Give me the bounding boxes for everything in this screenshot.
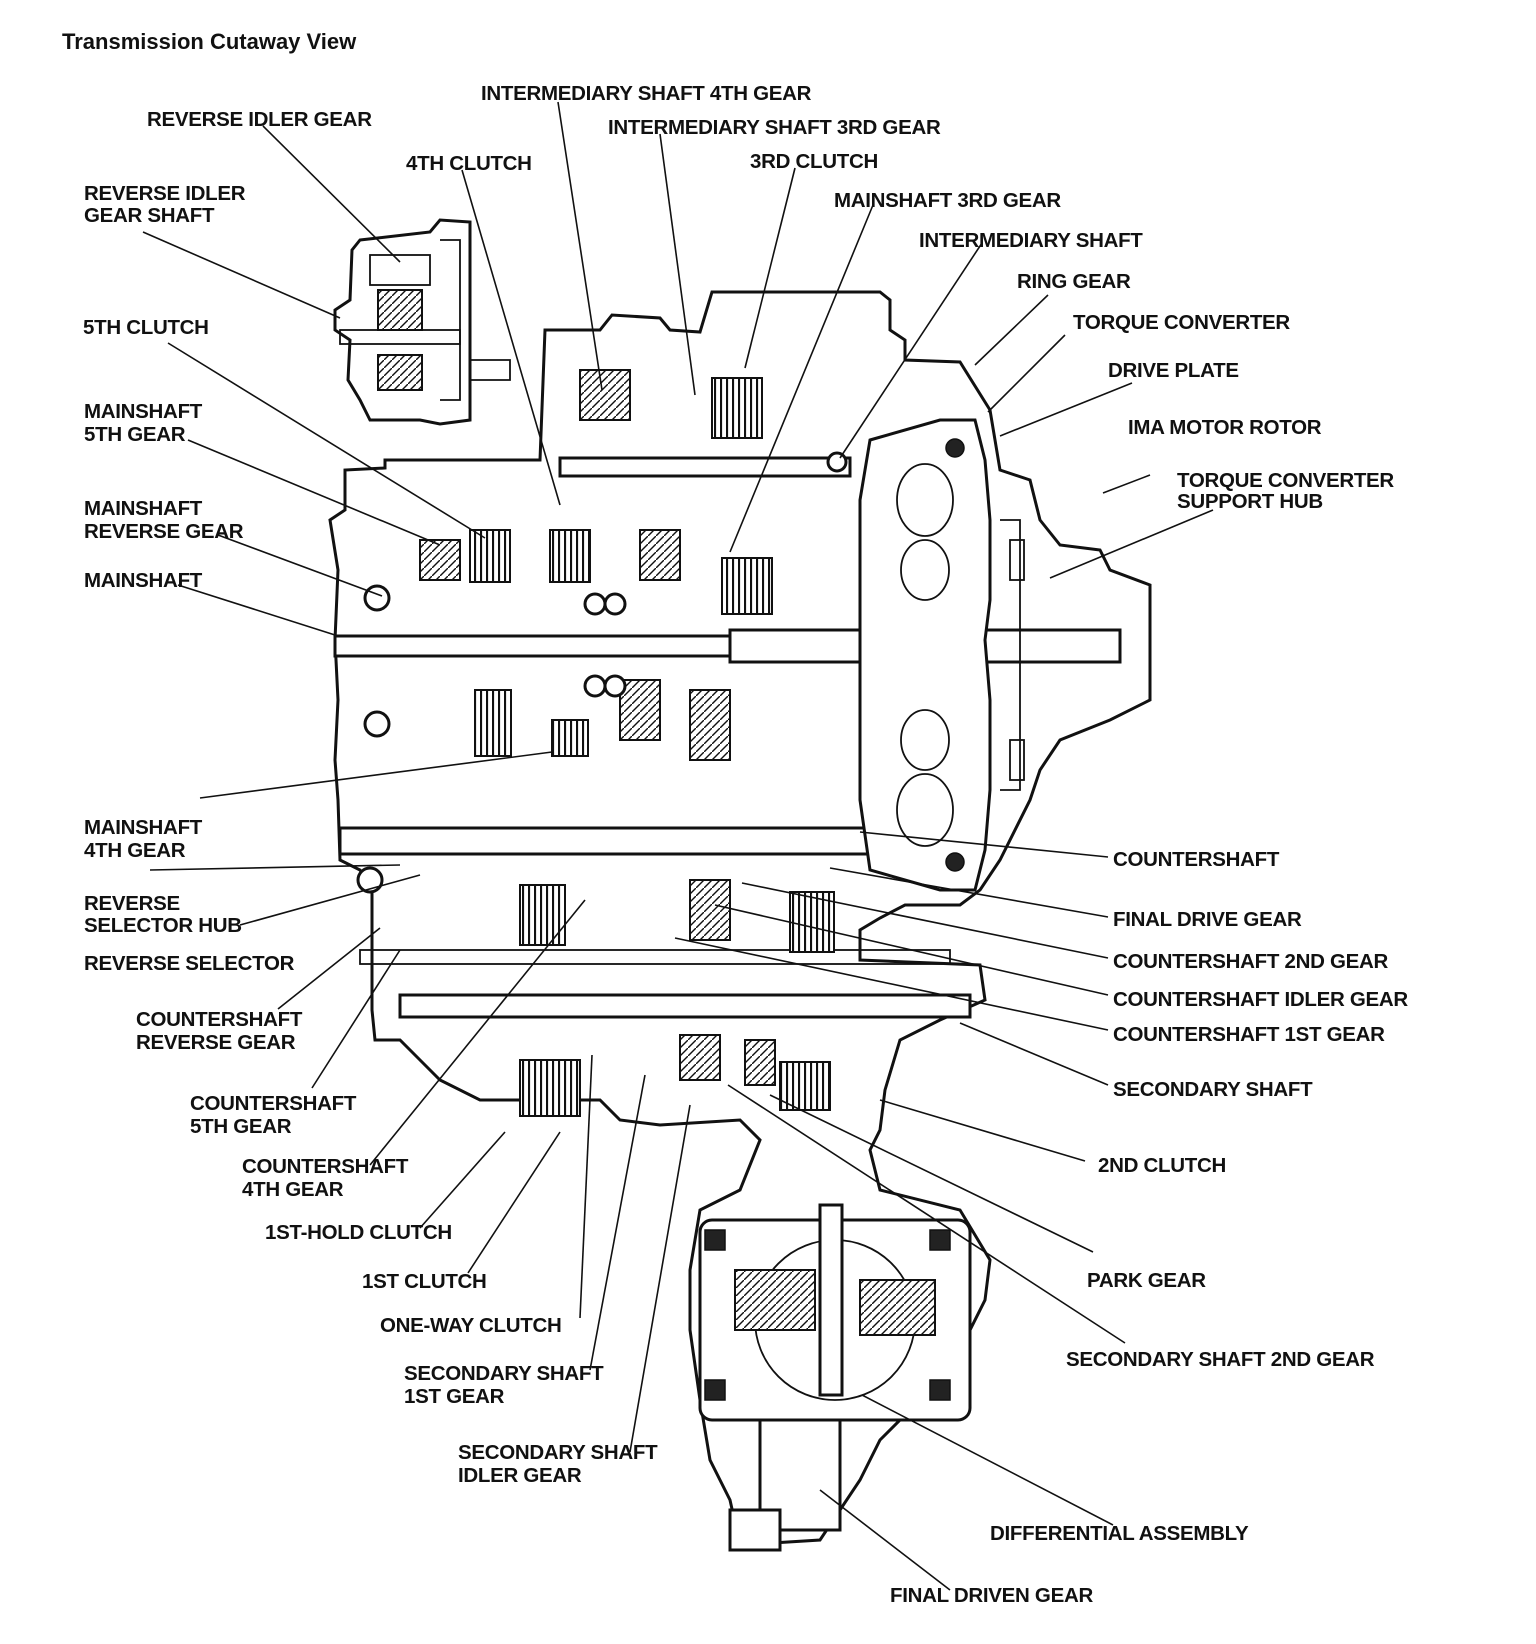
- label-reverse-idler-gear-shaft-line1: REVERSE IDLER: [84, 182, 246, 205]
- label-countershaft-5th-gear-line2: 5TH GEAR: [190, 1115, 292, 1138]
- label-1st-clutch: 1ST CLUTCH: [362, 1270, 487, 1293]
- label-mainshaft: MAINSHAFT: [84, 569, 203, 592]
- label-secondary-shaft: SECONDARY SHAFT: [1113, 1078, 1313, 1101]
- label-4th-clutch: 4TH CLUTCH: [406, 152, 532, 175]
- label-reverse-selector-hub-line1: REVERSE: [84, 892, 180, 915]
- label-countershaft-2nd-gear: COUNTERSHAFT 2ND GEAR: [1113, 950, 1389, 973]
- clutch-3rd-pack: [711, 377, 763, 439]
- label-5th-clutch: 5TH CLUTCH: [83, 316, 209, 339]
- label-secondary-shaft-idler-gear-line1: SECONDARY SHAFT: [458, 1441, 658, 1464]
- label-countershaft-1st-gear: COUNTERSHAFT 1ST GEAR: [1113, 1023, 1385, 1046]
- label-reverse-idler-gear-shaft-line2: GEAR SHAFT: [84, 204, 215, 227]
- label-2nd-clutch: 2ND CLUTCH: [1098, 1154, 1226, 1177]
- label-countershaft-4th-gear-line2: 4TH GEAR: [242, 1178, 344, 1201]
- label-countershaft-idler-gear: COUNTERSHAFT IDLER GEAR: [1113, 988, 1408, 1011]
- secondary-shaft-body: [398, 993, 972, 1019]
- label-countershaft: COUNTERSHAFT: [1113, 848, 1280, 871]
- label-3rd-clutch: 3RD CLUTCH: [750, 150, 878, 173]
- label-differential-assembly: DIFFERENTIAL ASSEMBLY: [990, 1522, 1249, 1545]
- label-park-gear: PARK GEAR: [1087, 1269, 1206, 1292]
- label-1st-hold-clutch: 1ST-HOLD CLUTCH: [265, 1221, 452, 1244]
- clutch-2nd-pack: [789, 891, 835, 953]
- label-final-drive-gear: FINAL DRIVE GEAR: [1113, 908, 1302, 931]
- label-intermediary-shaft: INTERMEDIARY SHAFT: [919, 229, 1143, 252]
- label-mainshaft-4th-gear-line1: MAINSHAFT: [84, 816, 203, 839]
- label-reverse-selector-hub-line2: SELECTOR HUB: [84, 914, 242, 937]
- label-reverse-selector: REVERSE SELECTOR: [84, 952, 295, 975]
- label-ring-gear: RING GEAR: [1017, 270, 1131, 293]
- label-countershaft-reverse-gear-line2: REVERSE GEAR: [136, 1031, 296, 1054]
- label-reverse-idler-gear: REVERSE IDLER GEAR: [147, 108, 372, 131]
- label-mainshaft-3rd-gear: MAINSHAFT 3RD GEAR: [834, 189, 1061, 212]
- label-secondary-shaft-idler-gear-line2: IDLER GEAR: [458, 1464, 582, 1487]
- clutch-4th-pack: [549, 529, 591, 583]
- label-countershaft-4th-gear-line1: COUNTERSHAFT: [242, 1155, 409, 1178]
- label-mainshaft-reverse-gear-line2: REVERSE GEAR: [84, 520, 244, 543]
- clutch-5th-pack: [469, 529, 511, 583]
- transmission-drawing: [328, 218, 1152, 1552]
- differential-drawing: [698, 1203, 972, 1552]
- label-torque-converter-support-hub-line1: TORQUE CONVERTER: [1177, 469, 1394, 492]
- label-mainshaft-reverse-gear-line1: MAINSHAFT: [84, 497, 203, 520]
- countershaft-body: [338, 826, 882, 856]
- label-mainshaft-5th-gear-line2: 5TH GEAR: [84, 423, 186, 446]
- label-torque-converter: TORQUE CONVERTER: [1073, 311, 1290, 334]
- label-torque-converter-support-hub-line2: SUPPORT HUB: [1177, 490, 1323, 513]
- label-mainshaft-5th-gear-line1: MAINSHAFT: [84, 400, 203, 423]
- label-final-driven-gear: FINAL DRIVEN GEAR: [890, 1584, 1093, 1607]
- label-countershaft-5th-gear-line1: COUNTERSHAFT: [190, 1092, 357, 1115]
- label-intermediary-shaft-4th-gear: INTERMEDIARY SHAFT 4TH GEAR: [481, 82, 812, 105]
- label-secondary-shaft-1st-gear-line1: SECONDARY SHAFT: [404, 1362, 604, 1385]
- label-mainshaft-4th-gear-line2: 4TH GEAR: [84, 839, 186, 862]
- leader-lines: [142, 101, 1214, 1591]
- label-ima-motor-rotor: IMA MOTOR ROTOR: [1128, 416, 1322, 439]
- label-countershaft-reverse-gear-line1: COUNTERSHAFT: [136, 1008, 303, 1031]
- clutch-1st-hold-pack: [519, 884, 566, 946]
- torque-converter-drawing: [858, 418, 1025, 892]
- label-secondary-shaft-2nd-gear: SECONDARY SHAFT 2ND GEAR: [1066, 1348, 1375, 1371]
- reverse-idler-assembly: [333, 218, 511, 426]
- label-drive-plate: DRIVE PLATE: [1108, 359, 1239, 382]
- diagram-title: Transmission Cutaway View: [62, 29, 357, 54]
- label-secondary-shaft-1st-gear-line2: 1ST GEAR: [404, 1385, 505, 1408]
- labels: REVERSE IDLER GEAR INTERMEDIARY SHAFT 4T…: [83, 82, 1409, 1607]
- label-one-way-clutch: ONE-WAY CLUTCH: [380, 1314, 561, 1337]
- label-intermediary-shaft-3rd-gear: INTERMEDIARY SHAFT 3RD GEAR: [608, 116, 941, 139]
- clutch-1st-pack: [519, 1059, 581, 1117]
- intermediary-shaft-body: [558, 456, 852, 478]
